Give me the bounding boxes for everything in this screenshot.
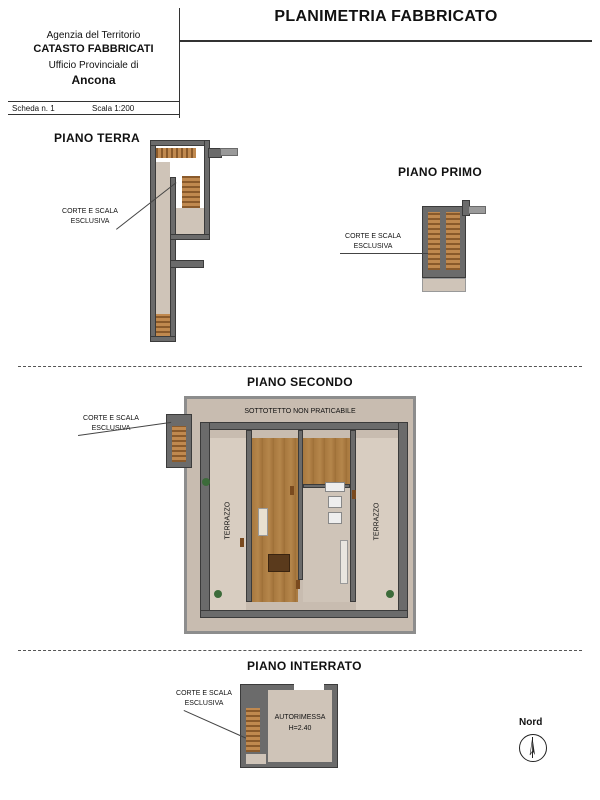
ground-stair-bottom	[156, 314, 170, 338]
section-divider-2	[18, 650, 582, 651]
agency-name: Agenzia del Territorio	[46, 30, 141, 41]
second-floor-label: CORTE E SCALA ESCLUSIVA	[83, 415, 139, 432]
garage-label: AUTORIMESSA	[274, 714, 326, 721]
compass-label: Nord	[519, 717, 543, 728]
basement-plan: AUTORIMESSA H=2.40	[240, 684, 340, 770]
left-terrace-label: TERRAZZO	[224, 501, 232, 540]
basement-label-leader	[183, 710, 247, 739]
first-floor-title: PIANO PRIMO	[398, 165, 482, 179]
first-floor-plan	[422, 200, 488, 294]
section-divider-1	[18, 366, 582, 367]
registry-name: CATASTO FABBRICATI	[33, 43, 154, 55]
office-name: Ufficio Provinciale di	[48, 60, 139, 71]
right-terrace-label: TERRAZZO	[373, 502, 381, 541]
garage-height: H=2.40	[288, 725, 312, 732]
first-stair-right	[446, 212, 460, 270]
left-terrace	[210, 438, 246, 610]
second-floor-title: PIANO SECONDO	[247, 375, 353, 389]
ground-floor-title: PIANO TERRA	[54, 131, 140, 145]
second-floor-plan: SOTTOTETTO NON PRATICABILE TERRAZZO TERR…	[160, 390, 420, 640]
cadastral-header-box: Agenzia del Territorio CATASTO FABBRICAT…	[8, 8, 180, 118]
city-name: Ancona	[71, 73, 116, 87]
garage-floor	[268, 690, 332, 762]
ground-stair-mid	[182, 176, 200, 208]
ground-stair-top	[156, 148, 196, 158]
kitchen-counter	[340, 540, 348, 584]
basement-stair	[246, 708, 260, 752]
sofa	[258, 508, 268, 536]
bedroom	[303, 438, 350, 484]
sheet-number: Scheda n. 1	[12, 103, 55, 113]
dining-table	[268, 554, 290, 572]
first-floor-label: CORTE E SCALA ESCLUSIVA	[345, 233, 401, 250]
plant	[202, 478, 210, 486]
first-stair-left	[428, 212, 440, 270]
second-stair	[172, 426, 186, 462]
ground-floor-label: CORTE E SCALA ESCLUSIVA	[62, 208, 118, 225]
right-terrace	[356, 438, 398, 610]
scale-value: Scala 1:200	[92, 103, 135, 113]
sheet-scale-row: Scheda n. 1 Scala 1:200	[8, 101, 180, 115]
north-arrow-icon	[519, 734, 547, 762]
page-title: PLANIMETRIA FABBRICATO	[274, 8, 498, 25]
attic-label: SOTTOTETTO NON PRATICABILE	[244, 408, 356, 415]
plant	[386, 590, 394, 598]
first-label-leader	[340, 253, 428, 254]
basement-title: PIANO INTERRATO	[247, 659, 362, 673]
ground-floor-plan	[148, 132, 238, 347]
title-underline	[180, 40, 592, 42]
basement-label: CORTE E SCALA ESCLUSIVA	[176, 690, 232, 707]
plant	[214, 590, 222, 598]
